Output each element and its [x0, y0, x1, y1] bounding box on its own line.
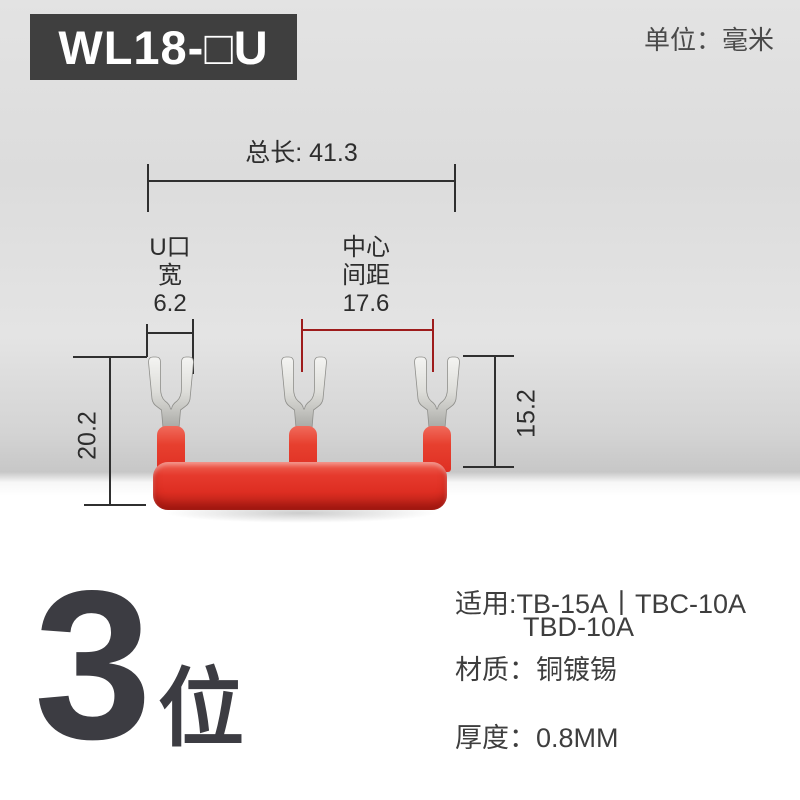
fork-terminal-right-icon	[414, 356, 460, 433]
center-spacing-dimension-line	[302, 329, 434, 331]
u-width-dimension-line	[147, 332, 194, 334]
total-length-tick-left	[147, 164, 149, 212]
positions-count: 3	[34, 546, 152, 783]
model-badge-label: WL18-□U	[58, 20, 269, 74]
overall-height-value: 20.2	[73, 411, 102, 460]
u-width-tick-right	[192, 319, 194, 374]
exposed-height-dimension-line	[494, 356, 496, 468]
overall-height-tick-top	[73, 356, 147, 358]
spec-thickness: 厚度：0.8MM	[455, 723, 619, 753]
exposed-height-tick-bottom	[463, 466, 514, 468]
u-width-title-line1: U口	[149, 234, 191, 261]
u-width-tick-left	[146, 324, 148, 357]
center-spacing-title-line2: 间距	[342, 262, 390, 289]
center-spacing-tick-right	[432, 319, 434, 372]
spec-applicable-line2: TBD-10A	[523, 612, 635, 642]
insulator-bar	[153, 462, 447, 510]
center-spacing-tick-left	[301, 319, 303, 372]
center-spacing-value: 17.6	[342, 290, 390, 317]
fork-terminal-middle-icon	[281, 356, 327, 433]
overall-height-tick-bottom	[84, 504, 146, 506]
positions-unit: 位	[158, 661, 244, 757]
model-badge: WL18-□U	[30, 14, 297, 80]
overall-height-dimension-line	[109, 357, 111, 505]
center-spacing-label: 中心 间距 17.6	[324, 234, 408, 318]
spec-applicable-line1: 适用:TB-15A丨TBC-10A	[455, 589, 747, 619]
unit-label: 单位：毫米	[644, 25, 775, 55]
total-length-dimension-line	[148, 180, 455, 182]
spec-material: 材质：铜镀锡	[455, 655, 617, 685]
total-length-tick-right	[454, 164, 456, 212]
center-spacing-title-line1: 中心	[342, 234, 390, 261]
exposed-height-tick-top	[463, 355, 514, 357]
u-width-title-line2: 宽	[158, 262, 182, 289]
u-width-value: 6.2	[153, 290, 187, 317]
total-length-label: 总长: 41.3	[245, 139, 358, 167]
u-width-label: U口 宽 6.2	[128, 234, 212, 318]
exposed-height-value: 15.2	[512, 389, 541, 438]
fork-terminal-left-icon	[148, 356, 194, 433]
